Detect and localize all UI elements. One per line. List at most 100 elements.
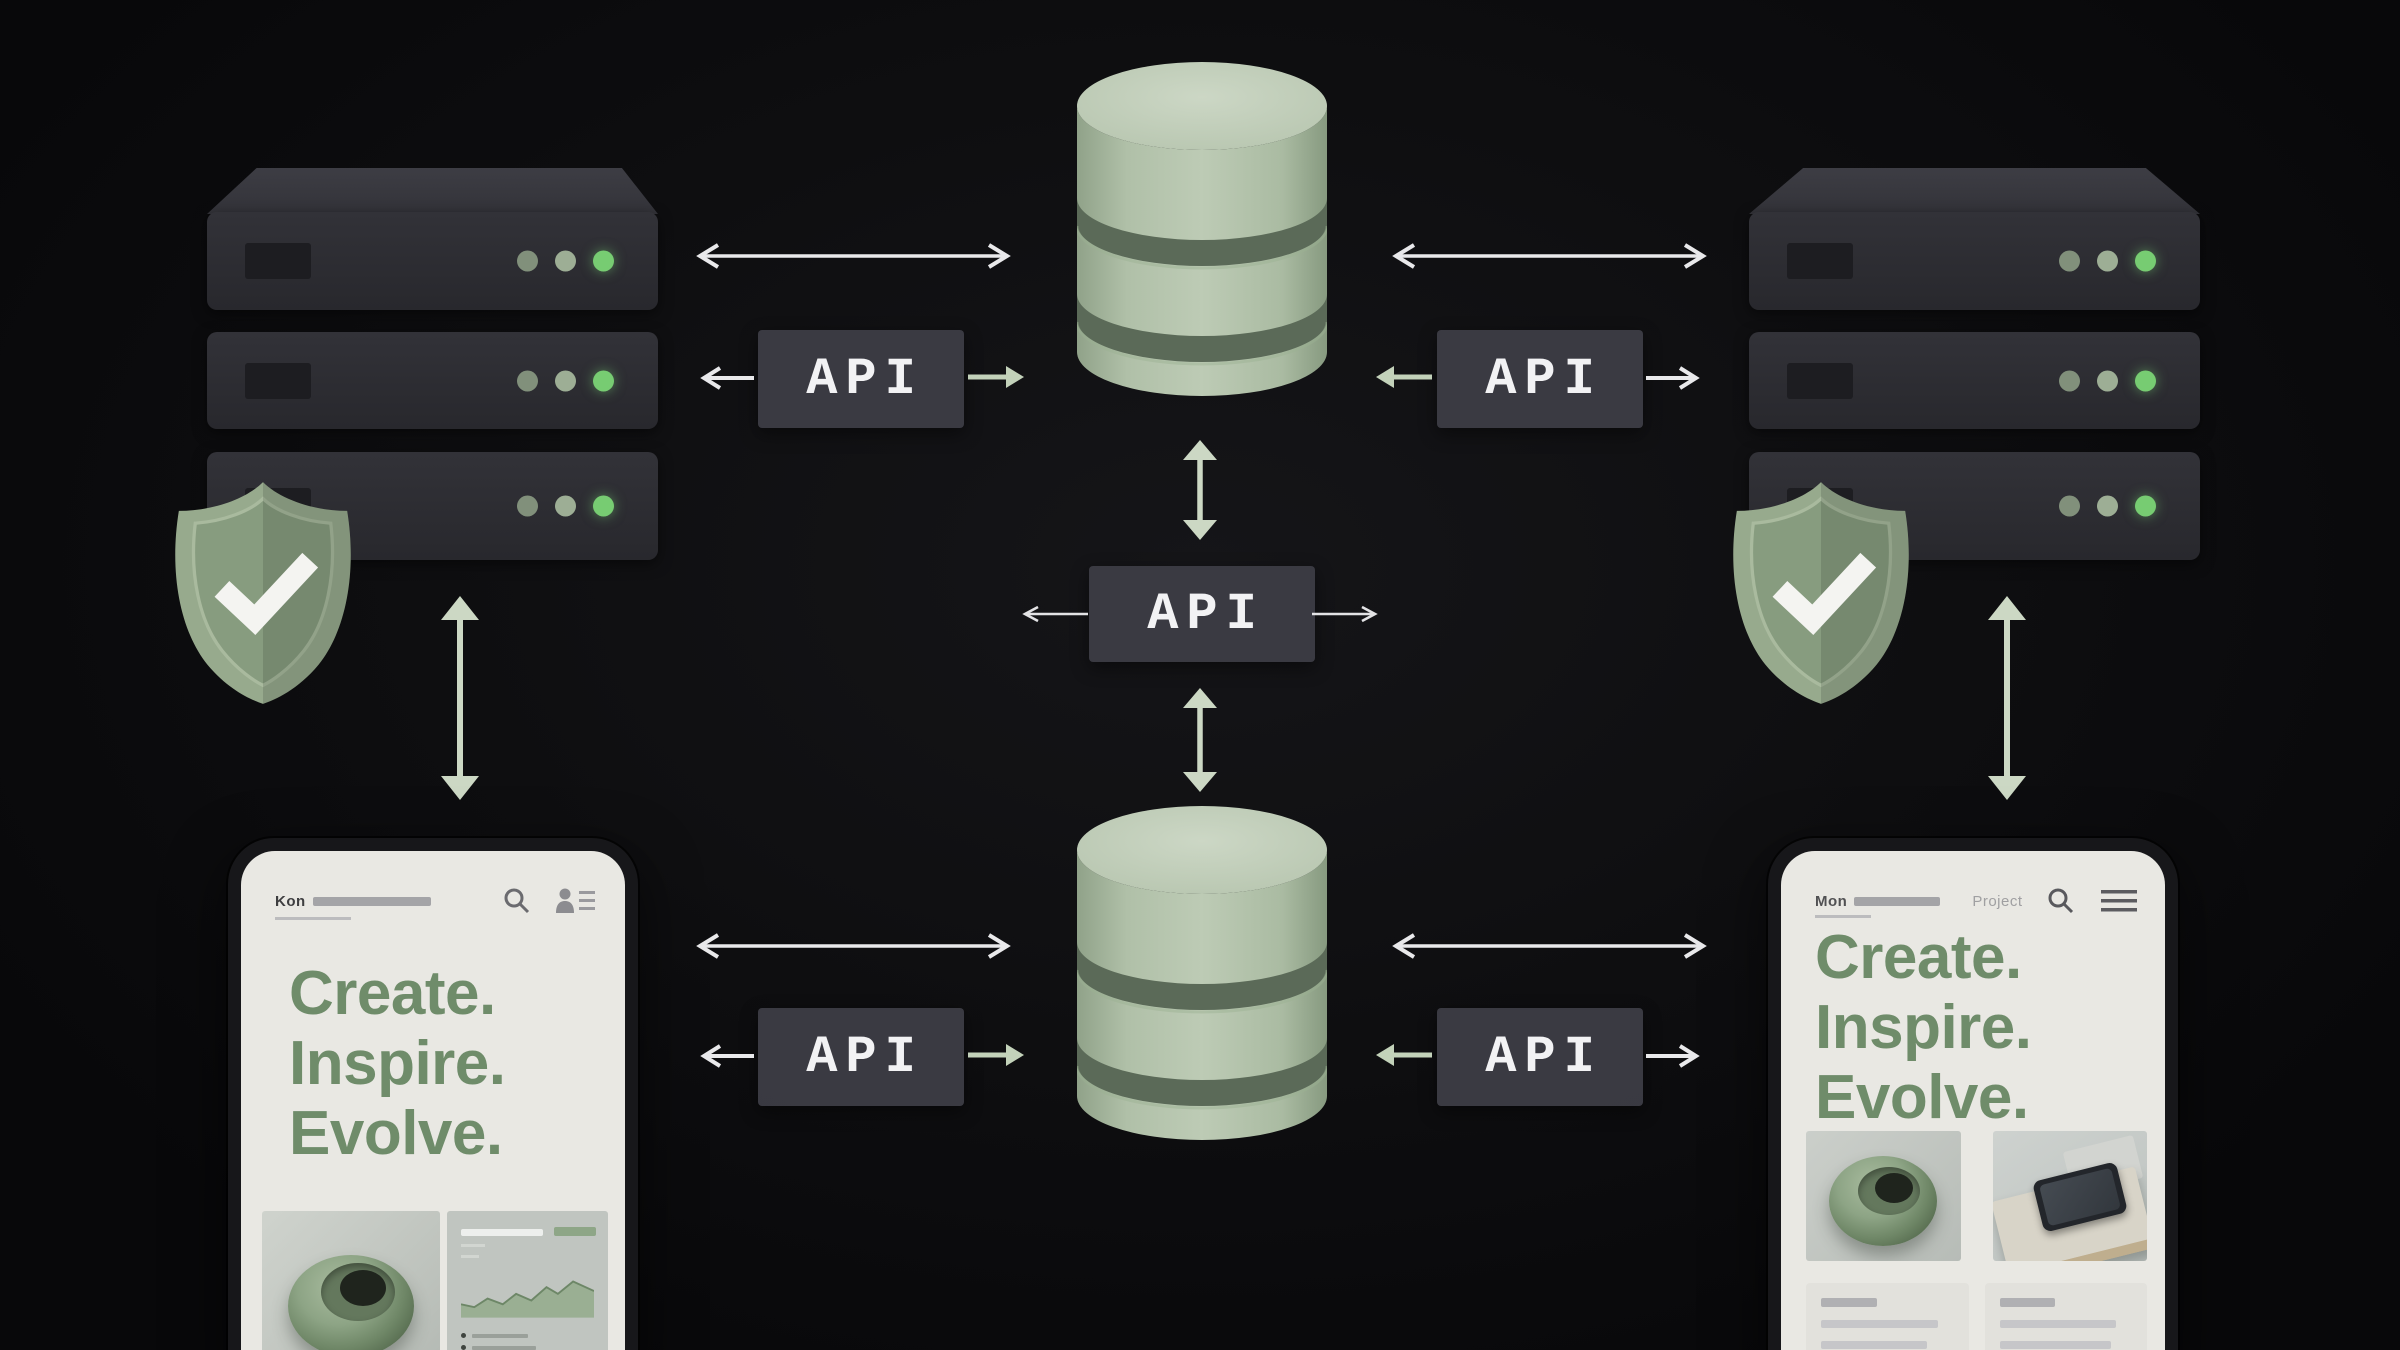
bullet-line <box>472 1333 528 1338</box>
double-arrow-db-phone-bottom-right <box>1392 933 1707 959</box>
placeholder-line <box>1821 1320 1938 1328</box>
card-torus-image <box>262 1211 440 1350</box>
double-arrow-rack-db-top-left <box>696 243 1011 269</box>
server-unit <box>207 212 658 310</box>
arrow-left-icon <box>700 366 754 390</box>
arrow-right-green-icon <box>968 366 1024 388</box>
led-indicator <box>593 370 614 391</box>
api-label: API <box>1485 1027 1603 1087</box>
server-unit <box>207 332 658 429</box>
logo-placeholder-bar <box>312 896 431 906</box>
placeholder-title-bar <box>1999 1298 2056 1307</box>
torus-hole <box>340 1270 387 1306</box>
server-rack-left-top-bevel <box>207 168 658 214</box>
led-indicator <box>593 250 614 272</box>
server-status-leds <box>517 495 614 517</box>
led-indicator <box>2097 495 2118 517</box>
led-indicator <box>2135 495 2156 517</box>
shield-check-icon-right <box>1733 482 1909 704</box>
arrow-left-green-icon <box>1376 366 1432 388</box>
card-photo-phone <box>1992 1131 2147 1261</box>
cards-row <box>262 1211 610 1350</box>
led-indicator <box>555 495 576 517</box>
api-gateway-top-right: API <box>1437 330 1643 428</box>
header-underline <box>275 917 351 920</box>
headline-line: Create. <box>1815 923 2022 992</box>
database-icon-bottom <box>1077 806 1327 1140</box>
arrow-right-icon <box>1646 366 1700 390</box>
placeholder-line <box>1999 1320 2117 1328</box>
card-analytics <box>447 1211 608 1350</box>
bullet-line <box>472 1345 536 1350</box>
server-vent-slot <box>245 243 311 279</box>
server-vent-slot <box>245 362 311 399</box>
logo-placeholder-bar <box>1854 896 1941 906</box>
server-rack-right-top-bevel <box>1749 168 2200 214</box>
led-indicator <box>2059 250 2080 272</box>
search-icon <box>2048 888 2074 914</box>
arrow-left-icon <box>700 1044 754 1068</box>
led-indicator <box>2059 495 2080 517</box>
server-status-leds <box>517 370 614 391</box>
hero-headline: Create. Inspire. Evolve. <box>289 959 506 1169</box>
cards-row <box>1806 1131 2147 1261</box>
double-arrow-api-db-vertical <box>1183 688 1217 792</box>
placeholder-line <box>1999 1341 2111 1349</box>
card-torus-image <box>1806 1131 1961 1261</box>
phone-screen: Mon Project Create. Inspire. Evolve. <box>1781 851 2165 1350</box>
double-arrow-db-rack-top-right <box>1392 243 1707 269</box>
header-underline <box>1815 915 1871 918</box>
placeholder-line <box>461 1255 479 1258</box>
headline-line: Inspire. <box>289 1029 506 1098</box>
nav-item-project: Project <box>1972 892 2023 910</box>
api-label: API <box>806 349 924 409</box>
led-indicator <box>2097 370 2118 391</box>
green-pill-button <box>554 1227 596 1236</box>
placeholder-line <box>1821 1341 1927 1349</box>
led-indicator <box>593 495 614 517</box>
headline-line: Inspire. <box>1815 993 2032 1062</box>
api-gateway-bottom-right: API <box>1437 1008 1643 1106</box>
arrow-right-icon <box>1646 1044 1700 1068</box>
server-status-leds <box>2059 250 2156 272</box>
app-logo: Kon <box>275 892 306 910</box>
led-indicator <box>517 495 538 517</box>
bullet-dot <box>461 1333 466 1338</box>
double-arrow-rack-phone-right <box>1988 596 2026 800</box>
torus-hole <box>1875 1173 1914 1204</box>
arrow-left-thin-icon <box>1022 605 1088 623</box>
server-unit <box>1749 332 2200 429</box>
profile-list-icon <box>556 888 595 913</box>
app-header: Mon Project <box>1815 885 2137 917</box>
server-status-leds <box>2059 495 2156 517</box>
server-vent-slot <box>1787 362 1853 399</box>
server-status-leds <box>2059 370 2156 391</box>
double-arrow-rack-phone-left <box>441 596 479 800</box>
menu-icon <box>2101 890 2137 912</box>
server-unit <box>1749 212 2200 310</box>
search-icon <box>504 888 530 914</box>
server-vent-slot <box>1787 243 1853 279</box>
api-gateway-top-left: API <box>758 330 964 428</box>
phone-screen: Kon Create. Inspire. Evolve. <box>241 851 625 1350</box>
arrow-right-thin-icon <box>1312 605 1378 623</box>
app-header: Kon <box>275 885 597 917</box>
api-label: API <box>806 1027 924 1087</box>
led-indicator <box>2059 370 2080 391</box>
text-placeholder-block <box>1984 1283 2147 1350</box>
double-arrow-db-api-vertical <box>1183 440 1217 540</box>
placeholder-title-bar <box>461 1229 544 1236</box>
phone-mockup-left: Kon Create. Inspire. Evolve. <box>228 838 638 1350</box>
arrow-right-green-icon <box>968 1044 1024 1066</box>
text-placeholder-row <box>1806 1283 2147 1350</box>
headline-line: Create. <box>289 959 496 1028</box>
app-logo: Mon <box>1815 892 1848 910</box>
arrow-left-green-icon <box>1376 1044 1432 1066</box>
led-indicator <box>2097 250 2118 272</box>
led-indicator <box>2135 370 2156 391</box>
api-gateway-bottom-left: API <box>758 1008 964 1106</box>
led-indicator <box>555 370 576 391</box>
bullet-dot <box>461 1345 466 1350</box>
area-chart <box>460 1280 595 1318</box>
